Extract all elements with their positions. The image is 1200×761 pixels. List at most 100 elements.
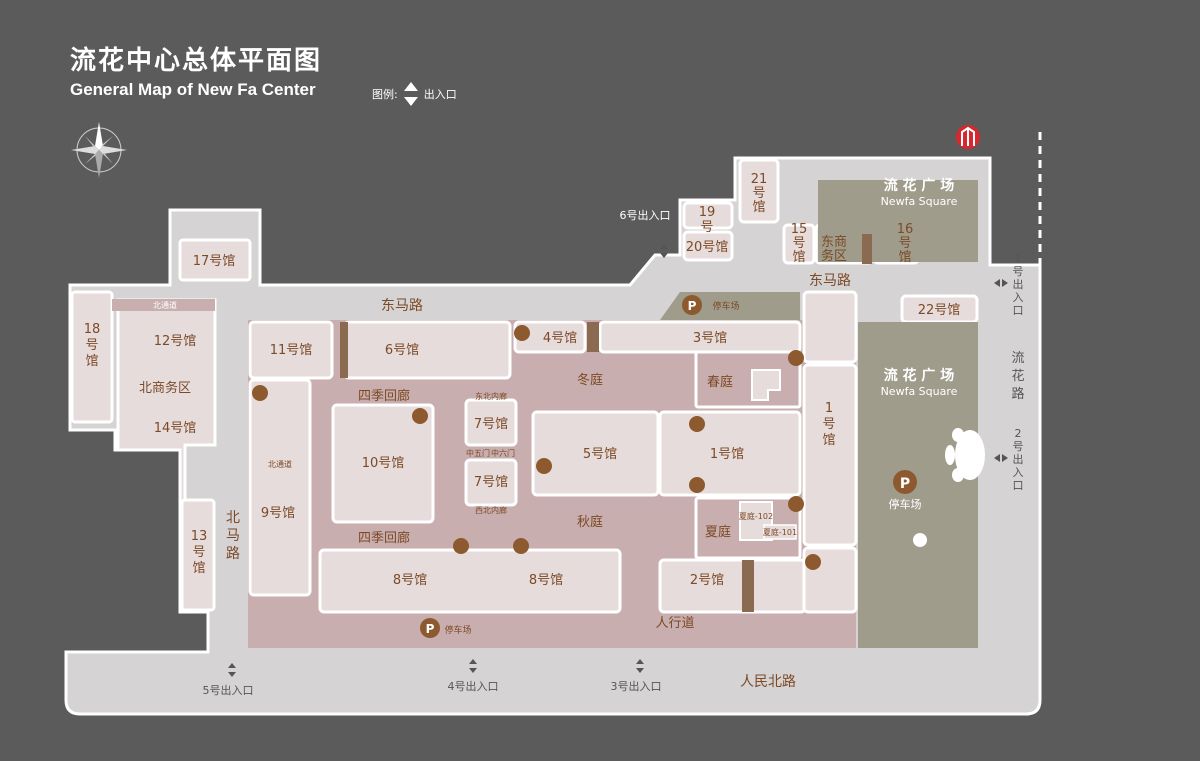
- newfa-square-south[interactable]: [858, 322, 978, 648]
- fountain-icon: [913, 428, 985, 547]
- hall-1-label: 1号馆: [710, 447, 744, 462]
- restroom-pins: [252, 325, 821, 570]
- svg-text:P: P: [900, 476, 910, 492]
- parking-3-label: 停车场: [444, 624, 471, 636]
- hall-19-block[interactable]: [682, 201, 734, 230]
- entrance-4-label: 4号出入口: [448, 679, 499, 693]
- hall-4-block[interactable]: [513, 320, 587, 354]
- restroom-icon[interactable]: [412, 408, 428, 424]
- entrance-6-label: 6号出入口: [620, 208, 671, 222]
- nw-corridor-label: 西北内廊: [475, 505, 507, 515]
- map-title: 流花中心总体平面图: [70, 46, 323, 76]
- east-business-label: 东商务区: [821, 235, 847, 264]
- hall-south-tenth[interactable]: [802, 290, 858, 364]
- restroom-icon[interactable]: [252, 385, 268, 401]
- map-title-english: General Map of New Fa Center: [70, 80, 316, 99]
- mid6-label: 中六门: [491, 448, 515, 458]
- restroom-icon[interactable]: [513, 538, 529, 554]
- restroom-icon[interactable]: [788, 350, 804, 366]
- beima-road-label: 北马路: [226, 510, 240, 562]
- ne-corridor-label: 东北内廊: [475, 391, 507, 401]
- hall-2-label: 2号馆: [690, 573, 724, 588]
- svg-text:P: P: [426, 622, 435, 636]
- hall-12-label: 12号馆: [154, 334, 197, 349]
- hall-15-block[interactable]: [782, 223, 816, 265]
- metro-logo-icon[interactable]: [956, 125, 980, 149]
- hall-17-block[interactable]: [178, 238, 252, 282]
- summer-room-102-label: 夏庭-102: [739, 511, 773, 521]
- parking-icon[interactable]: P: [420, 618, 440, 638]
- main-complex: [248, 290, 858, 648]
- hall-8a-label: 8号馆: [393, 573, 427, 588]
- hall-10-label: 10号馆: [362, 456, 405, 471]
- hall-10-block[interactable]: [331, 403, 435, 524]
- restroom-icon[interactable]: [689, 477, 705, 493]
- entrance-5-label: 5号出入口: [203, 683, 254, 697]
- entrance-3-label: 3号出入口: [611, 679, 662, 693]
- summer-court-label: 夏庭: [705, 524, 731, 540]
- entrance-arrows-icon[interactable]: [994, 279, 1008, 287]
- parking-badges: P P 停车场 P 停车场: [420, 295, 917, 638]
- hall-8-block[interactable]: [318, 548, 622, 614]
- hall-7a-block[interactable]: [464, 398, 518, 447]
- restroom-icon[interactable]: [536, 458, 552, 474]
- hall-2-block[interactable]: [658, 558, 807, 614]
- hall-1-block[interactable]: [658, 410, 802, 497]
- hall-6-block[interactable]: [343, 320, 512, 380]
- entrance-arrows-icon[interactable]: [660, 244, 668, 258]
- summer-room-101[interactable]: [763, 524, 797, 540]
- autumn-court-label: 秋庭: [577, 514, 603, 530]
- parking-icon[interactable]: P: [893, 470, 917, 494]
- compass-rose-icon: [71, 122, 127, 178]
- hall-9-block[interactable]: [248, 378, 312, 597]
- entrance-labels: 5号出入口 4号出入口 3号出入口: [203, 679, 662, 697]
- restroom-icon[interactable]: [689, 416, 705, 432]
- newfa-square-north-cn: 流 花 广 场: [884, 177, 955, 194]
- hall-6-label: 6号馆: [385, 343, 419, 358]
- hall-8b-label: 8号馆: [529, 573, 563, 588]
- hall-20-block[interactable]: [682, 230, 734, 262]
- hall-18-block[interactable]: [70, 290, 114, 424]
- hall-7b-block[interactable]: [464, 458, 518, 507]
- hall-13-block[interactable]: [180, 498, 216, 612]
- restroom-icon[interactable]: [805, 554, 821, 570]
- restroom-icon[interactable]: [788, 496, 804, 512]
- entrance-markers: [228, 244, 1008, 677]
- dongma-road-label-east: 东马路: [809, 273, 851, 289]
- hall-7b-label: 7号馆: [474, 475, 508, 490]
- hall-11-block[interactable]: [248, 320, 334, 380]
- site-boundary: [930, 132, 1042, 716]
- newfa-square-south-cn: 流 花 广 场: [884, 367, 955, 384]
- west-wing: [70, 238, 252, 612]
- entrance-arrows-icon[interactable]: [636, 659, 644, 673]
- hall-5-block[interactable]: [531, 410, 660, 497]
- legend-entrance-label: 出入口: [423, 88, 457, 101]
- restroom-icon[interactable]: [514, 325, 530, 341]
- restroom-icon[interactable]: [453, 538, 469, 554]
- hall-1-east-block[interactable]: [802, 363, 858, 547]
- mid5-label: 中五门: [466, 448, 490, 458]
- svg-text:P: P: [688, 299, 697, 313]
- spring-court-block[interactable]: [694, 350, 802, 409]
- entrance-arrows-icon: [403, 82, 418, 106]
- newfa-square-north-en: Newfa Square: [881, 195, 958, 208]
- hall-9-label: 9号馆: [261, 506, 295, 521]
- entrance-arrows-icon[interactable]: [469, 659, 477, 673]
- passage-markers: [340, 234, 872, 612]
- entrance-arrows-icon[interactable]: [228, 663, 236, 677]
- entrance-arrows-icon[interactable]: [994, 454, 1008, 462]
- hall-14-label: 14号馆: [154, 421, 197, 436]
- parking-icon[interactable]: P: [682, 295, 702, 315]
- hall-21-block[interactable]: [738, 158, 780, 224]
- newfa-square-north[interactable]: [818, 180, 978, 262]
- corridor-label-north: 四季回廊: [358, 388, 410, 404]
- dongma-road-label: 东马路: [381, 298, 423, 314]
